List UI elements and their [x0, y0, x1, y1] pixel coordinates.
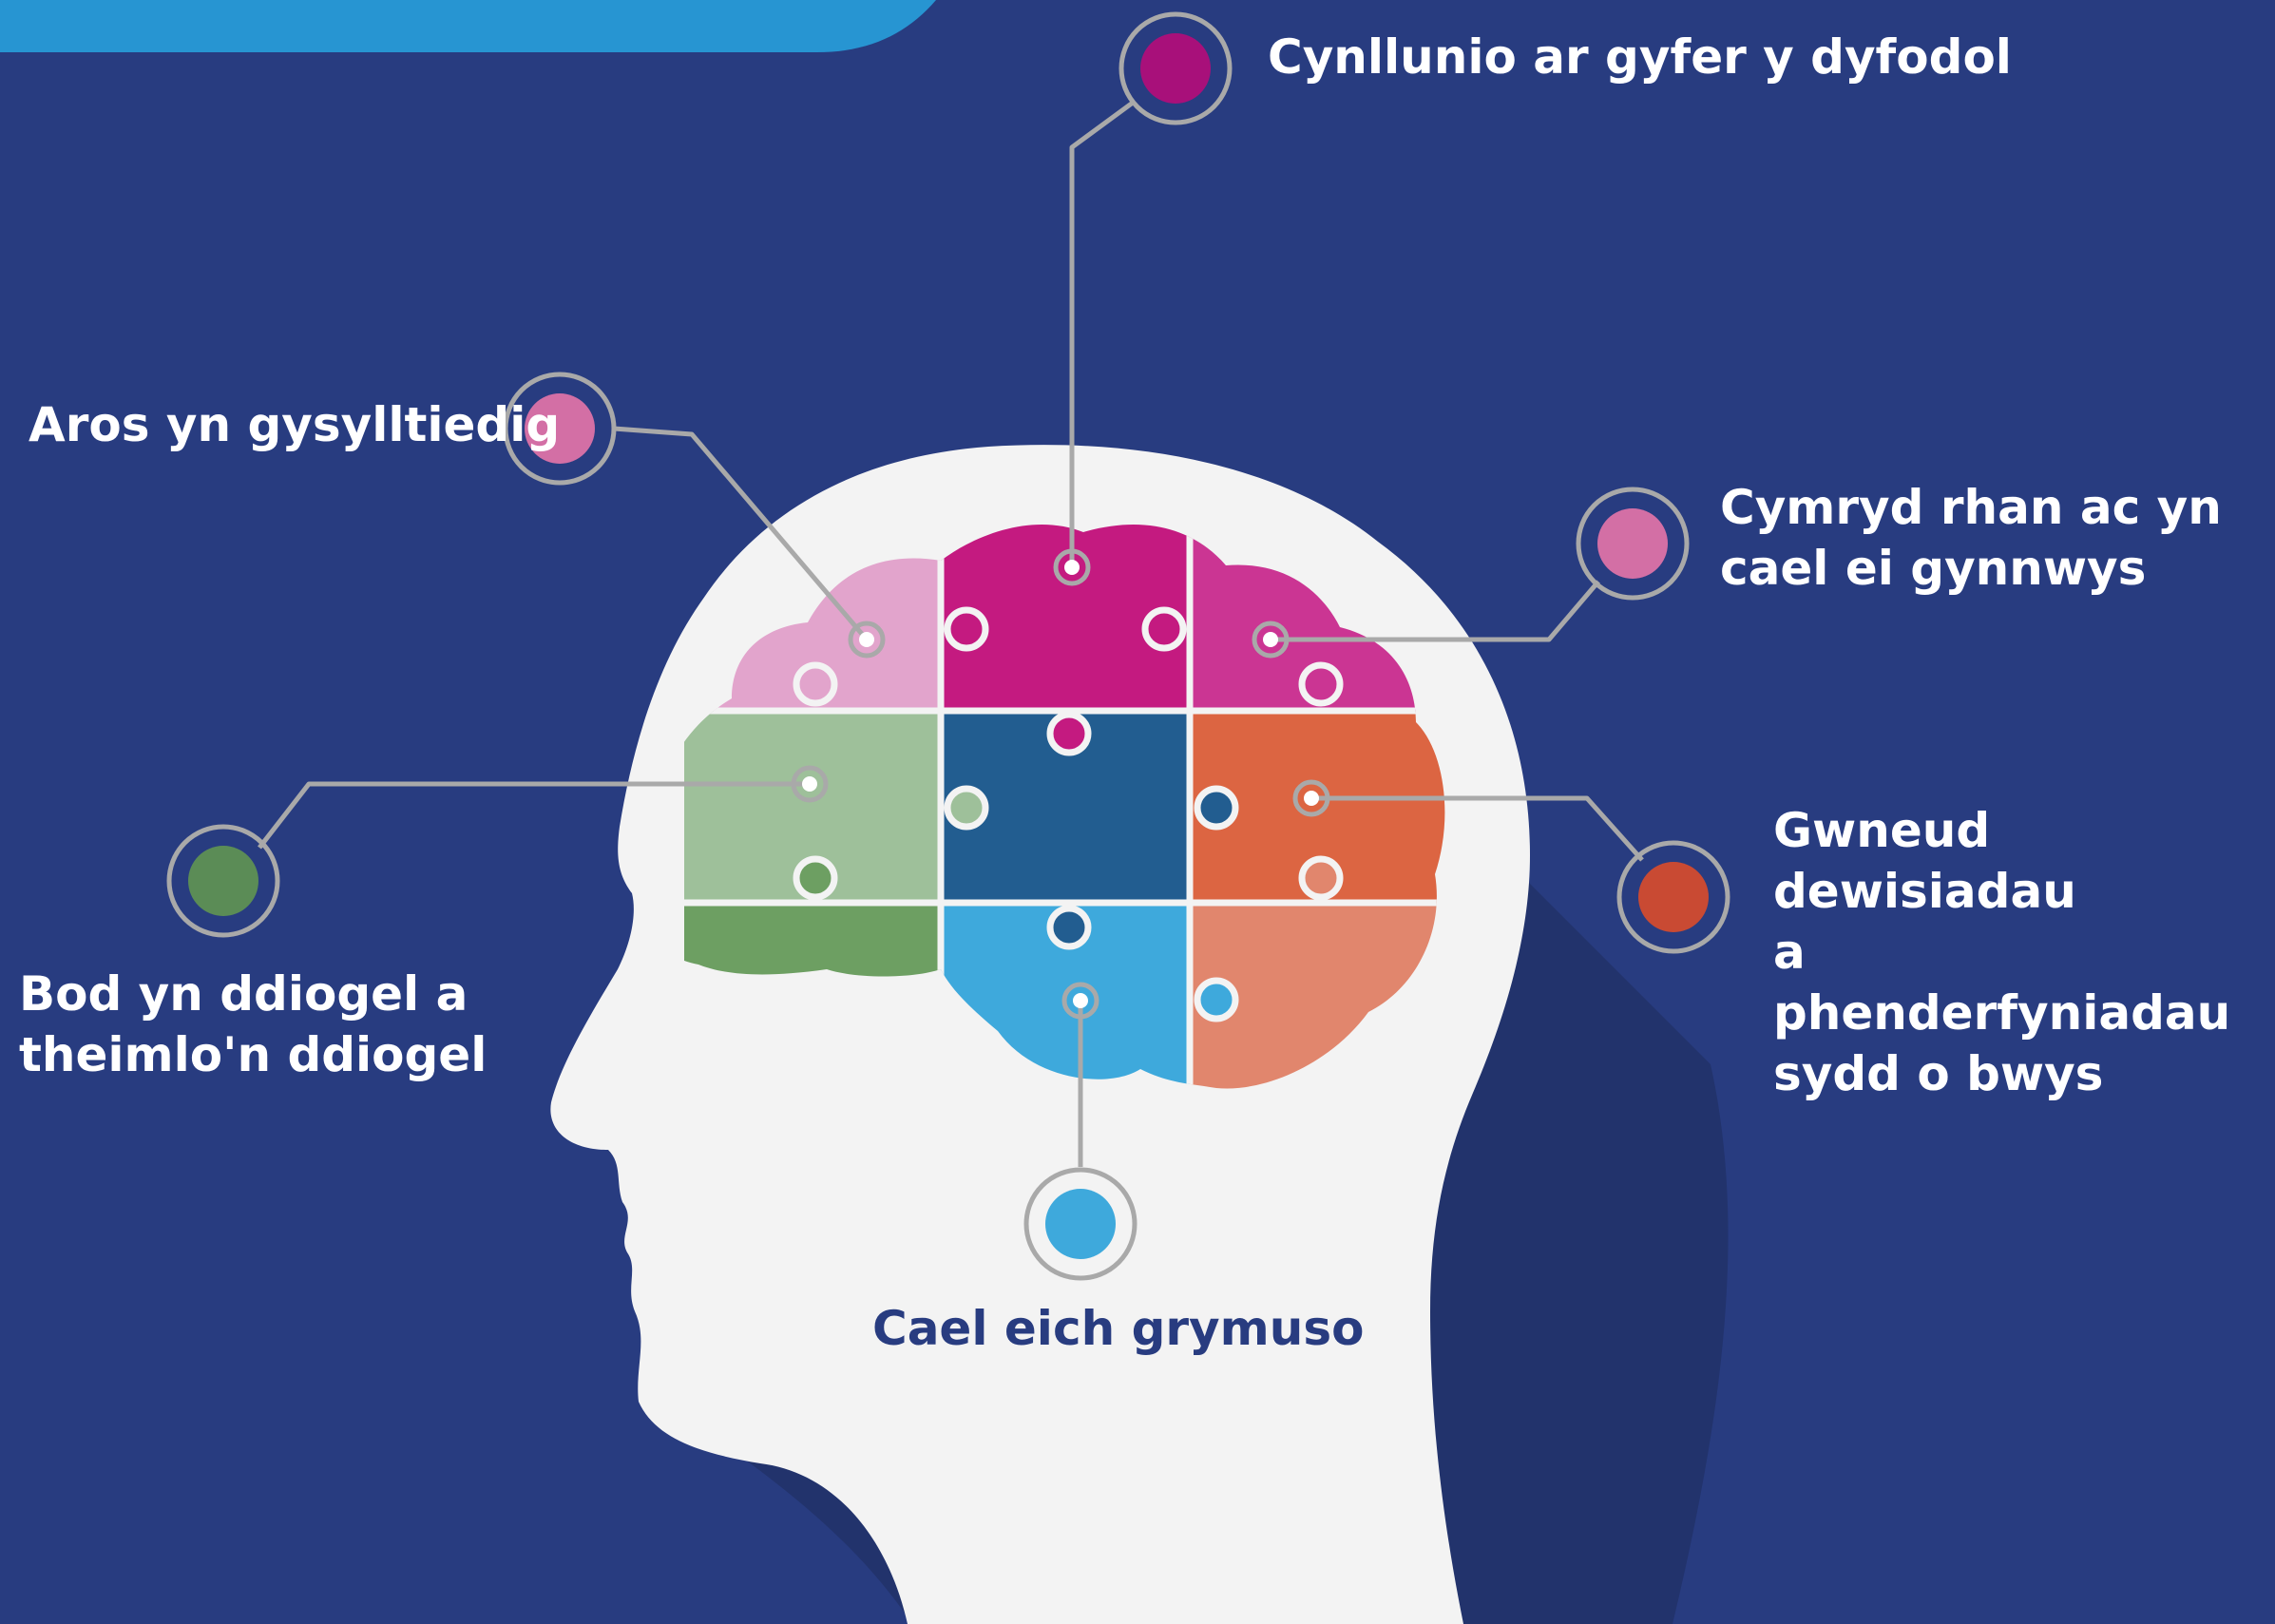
- connector-line-safe: [258, 781, 810, 850]
- top-banner: [0, 0, 936, 52]
- label-planning-future: Cynllunio ar gyfer y dyfodol: [1268, 29, 2012, 85]
- marker-ring-included: [1576, 487, 1690, 601]
- marker-ring-choices: [1616, 840, 1730, 954]
- marker-dot-planning: [1140, 33, 1211, 104]
- marker-dot-included: [1597, 508, 1668, 579]
- connector-line-included: [1271, 580, 1600, 642]
- marker-ring-empowered: [1023, 1167, 1138, 1281]
- anchor-dot-safe: [791, 765, 829, 803]
- label-included: Cymryd rhan ac yn cael ei gynnwys: [1720, 480, 2222, 596]
- marker-dot-safe: [188, 846, 258, 916]
- connector-line-planning: [1069, 100, 1135, 567]
- marker-ring-safe: [166, 824, 280, 938]
- label-empowered: Cael eich grymuso: [872, 1301, 1365, 1356]
- anchor-dot-planning: [1053, 548, 1091, 586]
- connector-line-choices: [1311, 795, 1644, 862]
- label-stay-connected: Aros yn gysylltiedig: [29, 397, 561, 452]
- marker-dot-empowered: [1045, 1189, 1116, 1259]
- marker-ring-planning: [1118, 11, 1233, 125]
- anchor-dot-included: [1252, 621, 1290, 659]
- marker-dot-connected: [525, 393, 595, 464]
- marker-ring-connected: [503, 372, 617, 486]
- label-safe: Bod yn ddiogel a theimlo'n ddiogel: [19, 966, 488, 1082]
- anchor-dot-connected: [848, 621, 886, 659]
- anchor-dot-choices: [1292, 779, 1330, 817]
- marker-dot-choices: [1638, 862, 1709, 932]
- label-choices: Gwneud dewisiadau a phenderfyniadau sydd…: [1773, 803, 2231, 1101]
- anchor-dot-empowered: [1061, 982, 1099, 1020]
- connector-line-connected: [613, 426, 869, 641]
